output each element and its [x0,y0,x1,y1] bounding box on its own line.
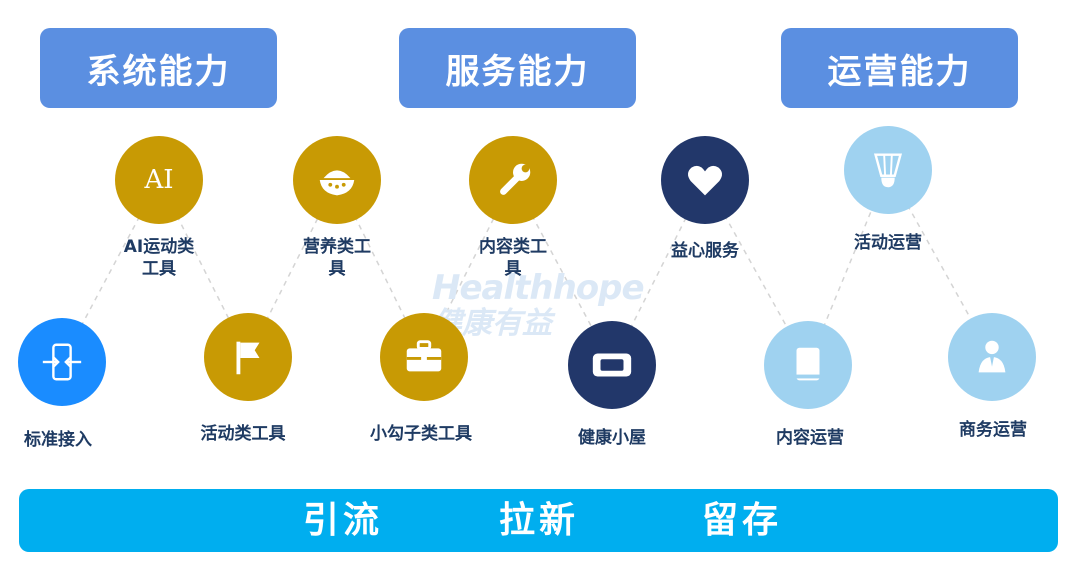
connect-arrows-icon [42,343,82,381]
bottom-banner: 引流 拉新 留存 [19,489,1058,552]
label-activity-tools: 活动类工具 [200,424,286,444]
label-content-tools-line: 内容类工具 [479,237,547,279]
heart-icon [687,165,723,196]
label-nutrition-line: 营养类工具 [303,237,371,279]
category-system: 系统能力 [40,28,277,108]
banner-word-retain: 留存 [702,500,783,541]
food-bowl-icon [319,170,355,196]
flag-icon [236,341,260,375]
node-content-ops [764,321,852,409]
ai-text-icon: AI [144,165,174,195]
label-activity-ops: 活动运营 [854,233,922,253]
node-nutrition [293,136,381,224]
label-health-hut: 健康小屋 [578,428,646,448]
node-hook-tools [380,313,468,401]
label-ai-sport: AI运动类工具 [124,236,194,280]
banner-word-traffic: 引流 [303,500,384,541]
label-standard-access: 标准接入 [24,430,92,450]
label-nutrition: 营养类工具 [303,236,371,280]
banner-word-acquire: 拉新 [499,500,580,541]
category-operations: 运营能力 [781,28,1018,108]
node-yixin [661,136,749,224]
device-screen-icon [592,353,632,377]
node-business-ops [948,313,1036,401]
node-activity-ops [844,126,932,214]
node-health-hut [568,321,656,409]
shuttlecock-icon [873,153,903,188]
node-content-tools [469,136,557,224]
node-standard-access [18,318,106,406]
watermark-en: Healthhope [432,268,645,308]
label-ai-sport-line: AI运动类工具 [123,237,195,279]
category-service: 服务能力 [399,28,636,108]
toolbox-icon [406,340,442,372]
node-activity-tools [204,313,292,401]
label-content-ops: 内容运营 [776,428,844,448]
book-icon [796,347,820,381]
label-yixin: 益心服务 [671,241,739,261]
person-icon [978,340,1006,373]
wrench-icon [500,163,531,195]
label-business-ops: 商务运营 [959,420,1027,440]
node-ai-sport: AI [115,136,203,224]
label-hook-tools: 小勾子类工具 [370,424,472,444]
label-content-tools: 内容类工具 [479,236,547,280]
